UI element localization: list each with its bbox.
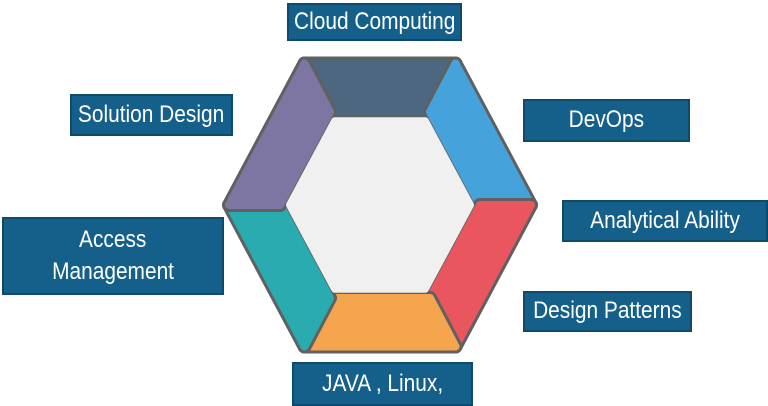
label-design-patterns-text: Design Patterns bbox=[533, 297, 682, 325]
label-cloud-computing: Cloud Computing bbox=[287, 3, 462, 41]
hexagon-center bbox=[286, 117, 474, 293]
label-access-management: Access Management bbox=[2, 217, 224, 295]
label-cloud-computing-text: Cloud Computing bbox=[293, 7, 456, 35]
segment-top-left-purple bbox=[225, 59, 334, 209]
label-devops-text: DevOps bbox=[568, 106, 645, 134]
label-design-patterns: Design Patterns bbox=[523, 291, 692, 332]
label-java-linux-text: JAVA , Linux, bbox=[321, 369, 444, 397]
label-java-linux: JAVA , Linux, bbox=[292, 362, 473, 406]
label-solution-design-text: Solution Design bbox=[78, 100, 225, 128]
label-access-line2: Management bbox=[52, 258, 174, 285]
label-analytical-ability-text: Analytical Ability bbox=[590, 206, 740, 234]
label-analytical-ability: Analytical Ability bbox=[562, 200, 768, 242]
label-access-line1: Access bbox=[79, 225, 147, 253]
label-access-management-text: Access Management bbox=[43, 224, 183, 289]
label-solution-design: Solution Design bbox=[70, 94, 233, 136]
label-devops: DevOps bbox=[523, 99, 690, 142]
